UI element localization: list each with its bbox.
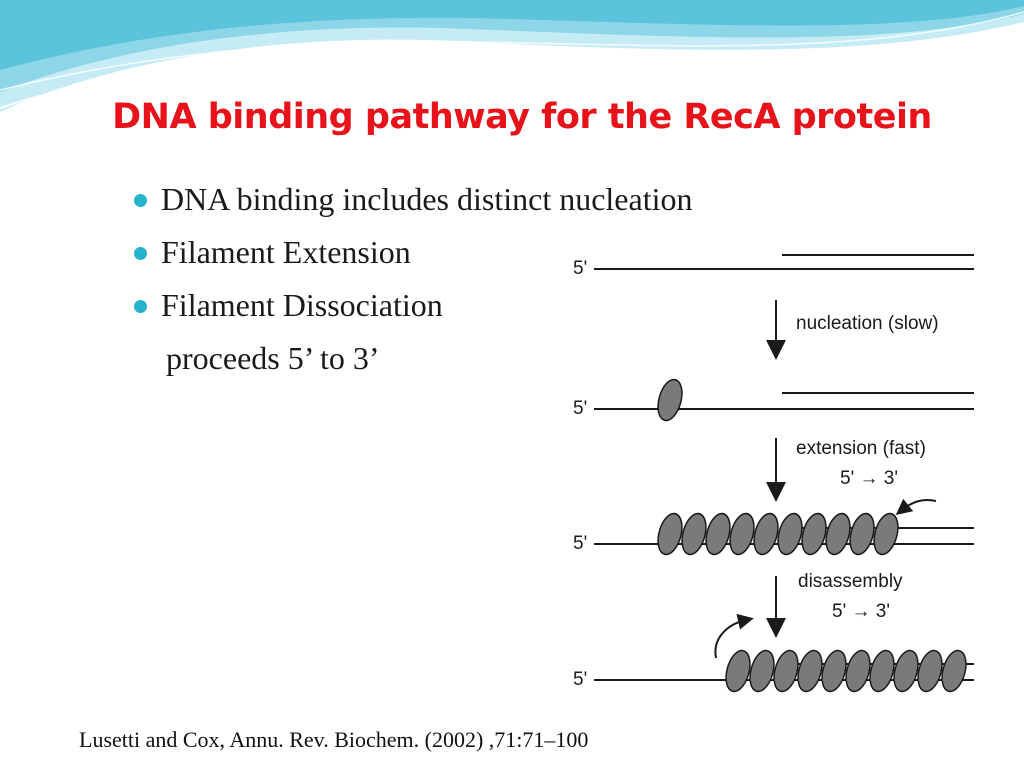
reca-monomer — [801, 512, 827, 556]
reca-monomer — [845, 649, 871, 693]
curved-arrow-icon — [714, 613, 754, 659]
reca-monomer — [657, 378, 683, 422]
bullet-text: DNA binding includes distinct nucleation — [161, 181, 693, 217]
dna-row-1: 5' — [573, 254, 974, 279]
step-label-disassembly: disassembly — [798, 571, 903, 592]
curved-arrow-icon — [895, 498, 937, 515]
reca-monomer — [821, 649, 847, 693]
reca-monomer — [705, 512, 731, 556]
strand-label-5prime: 5' — [573, 398, 587, 419]
bullet-continuation-text: proceeds 5’ to 3’ — [166, 340, 380, 376]
step-label-extension: extension (fast) — [796, 438, 926, 459]
reca-monomer — [941, 649, 967, 693]
header-wave-decoration — [0, 0, 1024, 112]
reca-monomer — [777, 512, 803, 556]
bullet-list: DNA binding includes distinct nucleation… — [131, 176, 692, 335]
reca-monomer — [849, 512, 875, 556]
reca-monomer — [797, 649, 823, 693]
bullet-item: DNA binding includes distinct nucleation — [131, 176, 692, 229]
bullet-item: Filament Dissociation — [131, 282, 692, 335]
reca-monomer — [729, 512, 755, 556]
dna-row-3: 5' — [573, 512, 974, 556]
reca-monomer — [869, 649, 895, 693]
bullet-text: Filament Extension — [161, 234, 411, 270]
citation: Lusetti and Cox, Annu. Rev. Biochem. (20… — [79, 727, 589, 752]
reca-monomer — [873, 512, 899, 556]
reca-monomer — [749, 649, 775, 693]
reca-monomer — [725, 649, 751, 693]
step-label-nucleation: nucleation (slow) — [796, 313, 939, 334]
reca-monomer — [825, 512, 851, 556]
reca-monomer — [773, 649, 799, 693]
reca-monomer — [917, 649, 943, 693]
step-direction-disassembly: 5' → 3' — [832, 601, 890, 622]
strand-label-5prime: 5' — [573, 258, 587, 279]
strand-label-5prime: 5' — [573, 669, 587, 690]
bullet-dot-icon — [134, 300, 147, 313]
reca-monomer — [893, 649, 919, 693]
strand-label-5prime: 5' — [573, 533, 587, 554]
reca-pathway-diagram: 5' nucleation (slow) 5' extension (fast)… — [573, 254, 974, 693]
dna-row-4: 5' — [573, 649, 974, 693]
dna-row-2: 5' — [573, 378, 974, 422]
reca-monomer — [753, 512, 779, 556]
reca-monomer — [681, 512, 707, 556]
bullet-item: Filament Extension — [131, 229, 692, 282]
bullet-dot-icon — [134, 194, 147, 207]
slide-title: DNA binding pathway for the RecA protein — [112, 97, 932, 137]
bullet-dot-icon — [134, 247, 147, 260]
step-direction-extension: 5' → 3' — [840, 468, 898, 489]
reca-monomer — [657, 512, 683, 556]
bullet-text: Filament Dissociation — [161, 287, 443, 323]
